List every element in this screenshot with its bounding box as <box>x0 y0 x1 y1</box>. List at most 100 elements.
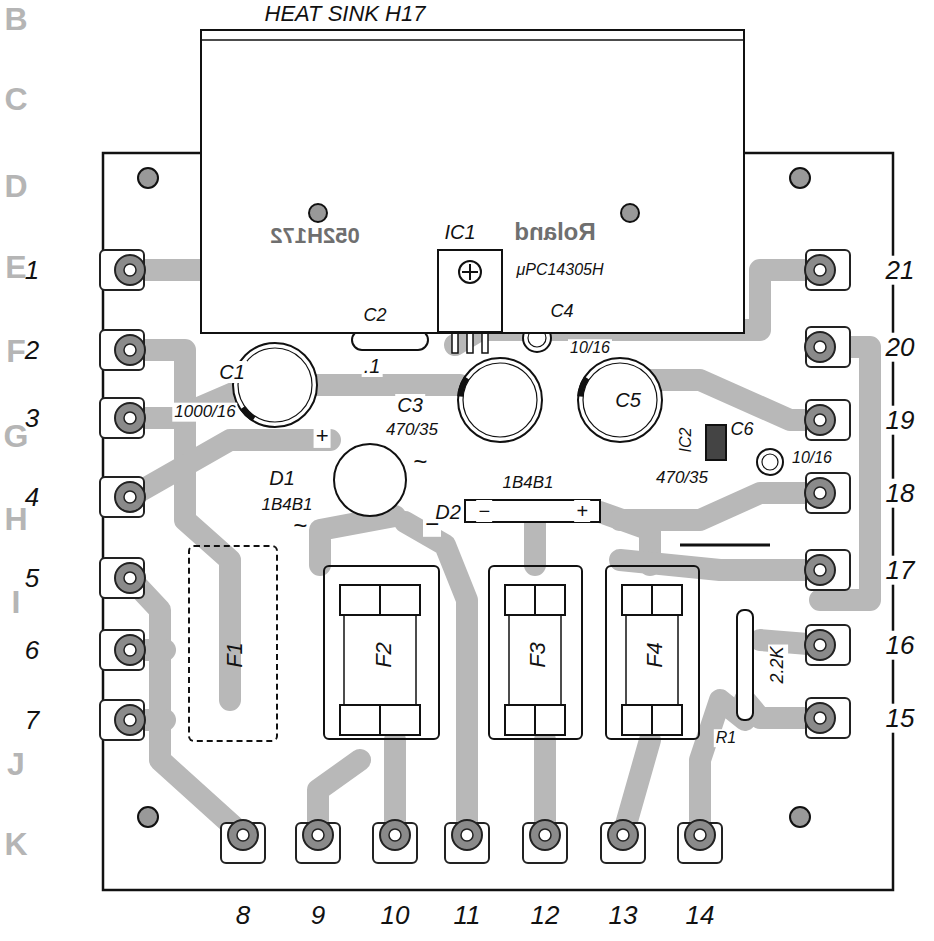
fuse-body <box>677 615 679 705</box>
grid-letter: J <box>5 747 27 782</box>
mounting-hole <box>309 204 327 222</box>
fuse-clip <box>379 585 381 615</box>
component-label: μPC14305H <box>514 261 605 279</box>
grid-letter: E <box>3 250 28 285</box>
pad-outline <box>100 700 144 740</box>
fuse-body <box>508 615 510 705</box>
pad-ring <box>380 820 410 850</box>
component-label: C2 <box>361 306 388 326</box>
fuse-clip <box>534 585 536 615</box>
pad-ring <box>805 332 835 362</box>
fuse-clip <box>534 705 536 735</box>
part-label: F2 <box>371 642 395 668</box>
fuse-clip <box>505 705 565 735</box>
solder-pad <box>445 820 489 863</box>
pad-hole <box>124 491 136 503</box>
copper-trace <box>620 493 820 520</box>
pad-hole <box>124 714 136 726</box>
pad-hole <box>389 829 401 841</box>
fuse-clip <box>622 585 682 615</box>
fuse-clip <box>340 585 420 615</box>
fuse-box: F3 <box>488 565 583 740</box>
pad-ring <box>115 255 145 285</box>
pad-ring <box>805 703 835 733</box>
pad-hole <box>539 829 551 841</box>
solder-pad <box>100 630 145 670</box>
pad-hole <box>814 414 826 426</box>
fuse-box: F2 <box>323 565 440 740</box>
solder-pad <box>373 820 417 863</box>
capacitor-outline <box>583 363 657 437</box>
solder-pad <box>100 477 145 517</box>
pin-number: 20 <box>884 333 917 362</box>
component-label: IC2 <box>677 426 695 455</box>
pad-hole <box>814 712 826 724</box>
pad-ring <box>530 820 560 850</box>
component-label: .1 <box>362 355 383 377</box>
pad-outline <box>806 250 850 290</box>
part-label: F4 <box>642 642 666 668</box>
pad-hole <box>814 264 826 276</box>
heat-sink-plate <box>201 30 744 333</box>
component-label: 470/35 <box>654 469 710 488</box>
pad-ring <box>805 405 835 435</box>
pad-outline <box>806 550 850 590</box>
pad-hole <box>124 264 136 276</box>
pin-number: 10 <box>379 901 412 930</box>
regulator-ic2 <box>706 425 726 460</box>
mounting-hole <box>138 807 158 827</box>
pad-ring <box>608 820 638 850</box>
capacitor-outline <box>463 363 537 437</box>
component-label: 1000/16 <box>172 403 237 422</box>
ic-leg <box>452 333 458 353</box>
pin-number: 19 <box>884 406 917 435</box>
component-label: 10/16 <box>568 339 612 357</box>
copper-trace <box>320 516 395 565</box>
copper-trace <box>130 578 243 835</box>
ic-body <box>438 250 502 332</box>
pad-hole <box>814 564 826 576</box>
pad-ring <box>452 820 482 850</box>
solder-pad <box>523 820 567 863</box>
capacitor-outline <box>578 358 662 442</box>
pad-ring <box>685 820 715 850</box>
solder-pad <box>296 820 340 863</box>
mounting-hole <box>138 168 158 188</box>
pad-ring <box>805 478 835 508</box>
pin-number: 5 <box>23 564 41 593</box>
copper-trace <box>700 700 745 835</box>
solder-pad <box>221 820 265 863</box>
mounting-hole <box>790 168 810 188</box>
fuse-clip <box>622 705 682 735</box>
polarity-mark <box>240 406 256 421</box>
pin-number: 12 <box>529 901 562 930</box>
pad-hole <box>312 829 324 841</box>
pad-ring <box>115 403 145 433</box>
component-label: 1B4B1 <box>259 496 314 515</box>
fuse-body <box>560 615 562 705</box>
mounting-hole <box>790 807 810 827</box>
fuse-outline-dashed: F1 <box>188 545 278 742</box>
part-label: F1 <box>223 643 247 669</box>
grid-letter: K <box>2 827 29 862</box>
component-label: C6 <box>728 420 755 440</box>
component-label: ~ <box>411 449 429 475</box>
pin-number: 7 <box>23 706 41 735</box>
silkscreen-text: Roland <box>514 219 595 245</box>
pin-number: 13 <box>607 901 640 930</box>
solder-pad <box>805 400 850 440</box>
component-label: 470/35 <box>384 421 440 440</box>
copper-trace <box>524 522 546 565</box>
pin-number: 8 <box>234 901 252 930</box>
pad-outline <box>806 400 850 440</box>
pad-outline <box>806 327 850 367</box>
copper-trace <box>405 522 467 835</box>
component-label: C3 <box>395 394 425 416</box>
pad-outline <box>100 558 144 598</box>
solder-pad <box>678 820 722 863</box>
capacitor-outline <box>757 449 783 475</box>
solder-pad <box>100 250 145 290</box>
